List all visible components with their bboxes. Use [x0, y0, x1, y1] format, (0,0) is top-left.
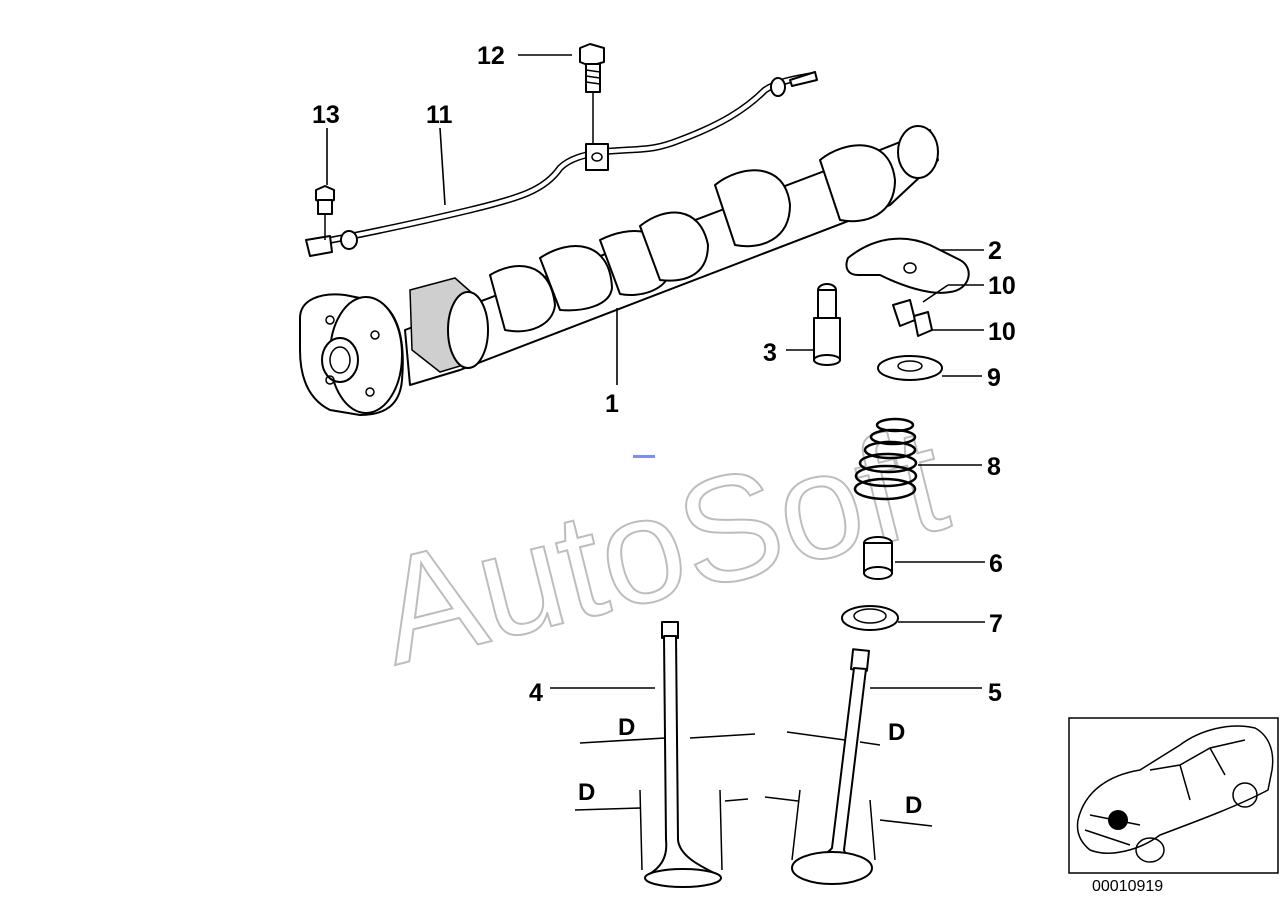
callout-5: 5 — [988, 679, 1002, 707]
oil-pipe — [305, 71, 818, 257]
valve-spring — [853, 417, 982, 501]
dimension-label-d-2: D — [888, 719, 905, 746]
thumbnail-part-number: 00010919 — [1092, 878, 1163, 895]
callout-11: 11 — [426, 101, 453, 129]
callout-6: 6 — [989, 550, 1003, 578]
callout-1: 1 — [605, 390, 619, 418]
callout-10-lower: 10 — [988, 318, 1016, 346]
callout-2: 2 — [988, 237, 1002, 265]
callout-13: 13 — [312, 101, 340, 129]
dimension-label-d-1: D — [618, 714, 635, 741]
callout-3: 3 — [763, 339, 777, 367]
bolt-13 — [315, 185, 335, 240]
valve-keepers — [892, 284, 984, 337]
hydraulic-tappet — [786, 283, 841, 366]
vehicle-thumbnail: 00010919 — [1068, 717, 1279, 895]
camshaft — [299, 125, 939, 416]
bolt-12 — [579, 43, 605, 145]
callout-7: 7 — [989, 610, 1003, 638]
exhaust-valve — [791, 648, 982, 885]
spring-retainer — [877, 355, 982, 381]
callout-10-upper: 10 — [988, 272, 1016, 300]
rocker-arm — [845, 237, 984, 294]
callout-12: 12 — [477, 42, 505, 70]
spring-seat — [841, 605, 985, 631]
leader-11 — [439, 127, 446, 206]
callout-4: 4 — [529, 679, 543, 707]
intake-valve — [550, 621, 722, 888]
valve-stem-seal — [863, 536, 985, 580]
callout-8: 8 — [987, 453, 1001, 481]
dimension-lines — [574, 731, 933, 871]
location-marker — [1108, 810, 1128, 830]
watermark-mark — [633, 455, 655, 458]
dimension-label-d-4: D — [905, 792, 922, 819]
dimension-label-d-3: D — [578, 779, 595, 806]
callout-9: 9 — [987, 364, 1001, 392]
